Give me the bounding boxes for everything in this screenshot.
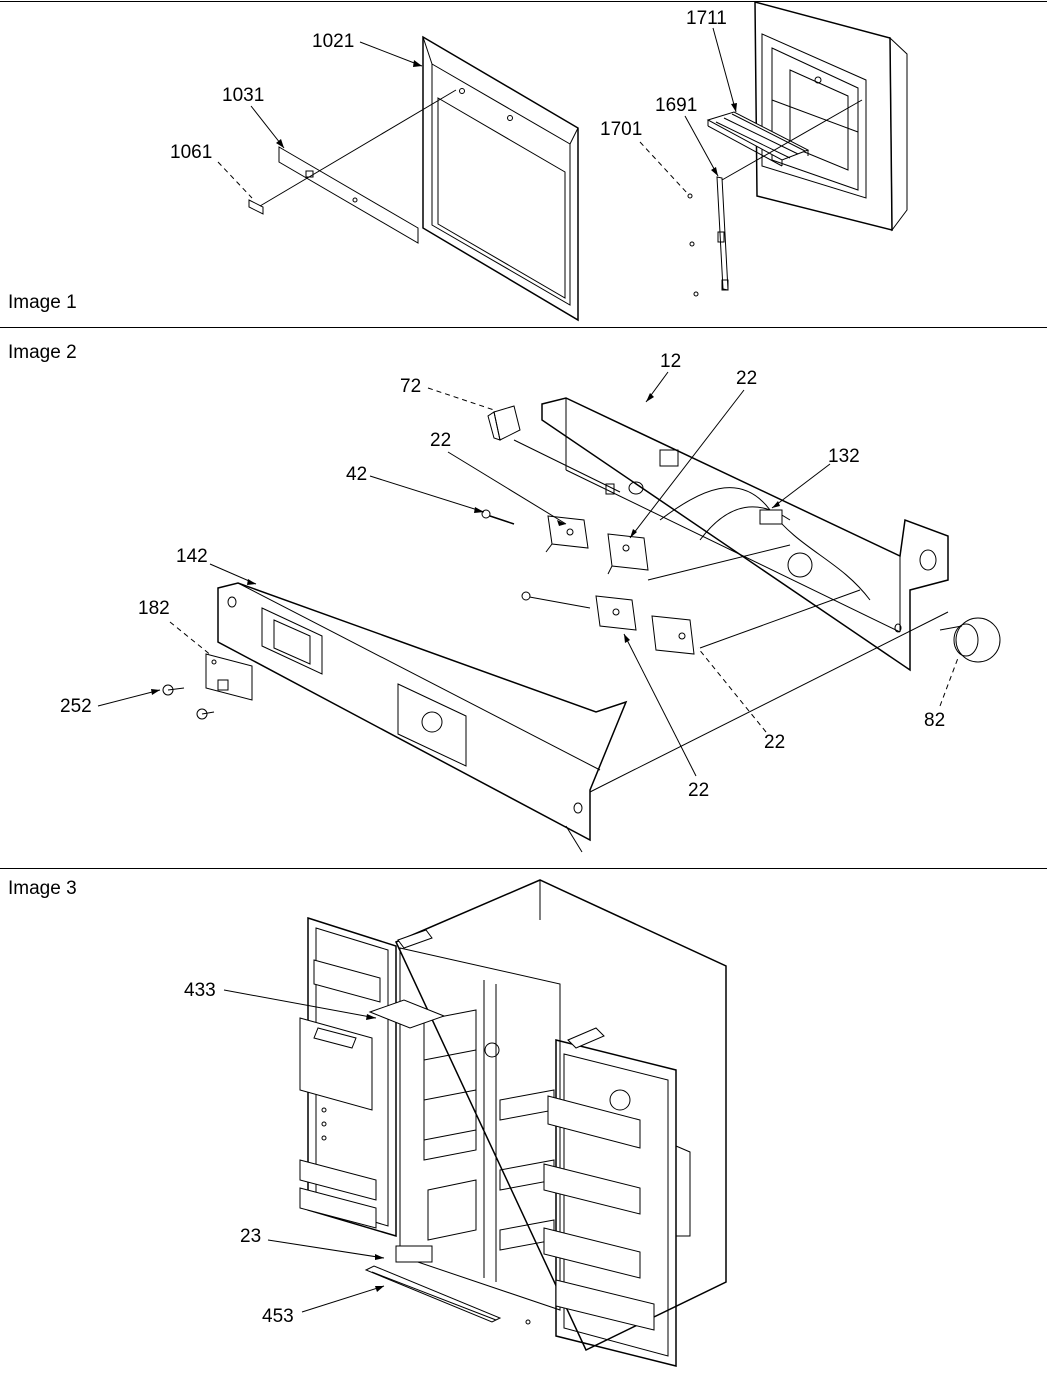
image1-title: Image 1 xyxy=(8,292,77,313)
divider-image2-image3 xyxy=(0,868,1047,869)
callout-42: 42 xyxy=(346,464,367,485)
fresh-food-door xyxy=(543,1039,691,1367)
screw-1701-a xyxy=(687,193,693,199)
knob-82 xyxy=(939,617,1001,663)
callout-72: 72 xyxy=(400,376,421,397)
callout-22-right: 22 xyxy=(764,732,785,753)
panel-frame-1021 xyxy=(422,35,579,322)
callout-22-top: 22 xyxy=(736,368,757,389)
image3-title: Image 3 xyxy=(8,878,77,899)
clip-1061 xyxy=(248,199,264,215)
fresh-door-bins xyxy=(543,1095,655,1331)
screws-252 xyxy=(162,684,215,720)
callout-1711: 1711 xyxy=(686,8,727,29)
callout-132: 132 xyxy=(828,446,860,467)
callout-453: 453 xyxy=(262,1306,294,1327)
callout-82: 82 xyxy=(924,710,945,731)
callout-1691: 1691 xyxy=(655,95,697,116)
callout-1061: 1061 xyxy=(170,142,212,163)
shelf-433 xyxy=(368,999,446,1029)
hinge-cover-left xyxy=(397,929,433,949)
switch-22-a xyxy=(545,515,589,553)
callout-1021: 1021 xyxy=(312,31,354,52)
callout-182: 182 xyxy=(138,598,170,619)
screw-42 xyxy=(481,509,515,525)
image2-title: Image 2 xyxy=(8,342,77,363)
hinge-23 xyxy=(395,1245,433,1263)
image1-callouts: 1021 1031 1061 1711 1691 1701 xyxy=(170,8,737,199)
switch-182 xyxy=(205,653,253,701)
callout-1701: 1701 xyxy=(600,119,642,140)
image2-callouts: 12 72 22 22 132 42 142 182 252 22 82 22 xyxy=(60,351,959,801)
callout-1031: 1031 xyxy=(222,85,264,106)
callout-433: 433 xyxy=(184,980,216,1001)
bracket-12 xyxy=(541,397,949,672)
callout-12: 12 xyxy=(660,351,681,372)
image2-drawing xyxy=(162,397,1001,853)
callout-22-upper-left: 22 xyxy=(430,430,451,451)
screw-1701-c xyxy=(693,291,699,297)
cover-72 xyxy=(487,405,521,441)
callout-22-bottom: 22 xyxy=(688,780,709,801)
switch-22-b xyxy=(607,533,649,575)
callout-252: 252 xyxy=(60,696,92,717)
freezer-door-bins xyxy=(299,959,381,1229)
screw-1701-b xyxy=(689,241,695,247)
divider-image1-image2 xyxy=(0,327,1047,328)
top-border xyxy=(0,1,1047,2)
image3-callouts: 433 23 453 xyxy=(184,980,385,1327)
hinge-cover-right xyxy=(567,1027,605,1049)
image1-drawing xyxy=(248,1,908,322)
plate-142 xyxy=(217,582,628,853)
grille-453 xyxy=(364,1265,531,1325)
drip-tray-1711 xyxy=(706,111,810,167)
strip-1031 xyxy=(278,146,419,244)
dispenser-housing xyxy=(754,1,908,232)
image3-drawing xyxy=(299,879,727,1367)
callout-23: 23 xyxy=(240,1226,261,1247)
freezer-door xyxy=(299,916,397,1238)
callout-142: 142 xyxy=(176,546,208,567)
rail-1691 xyxy=(716,176,729,291)
switch-22-c xyxy=(595,595,637,631)
switch-22-d xyxy=(651,615,695,655)
